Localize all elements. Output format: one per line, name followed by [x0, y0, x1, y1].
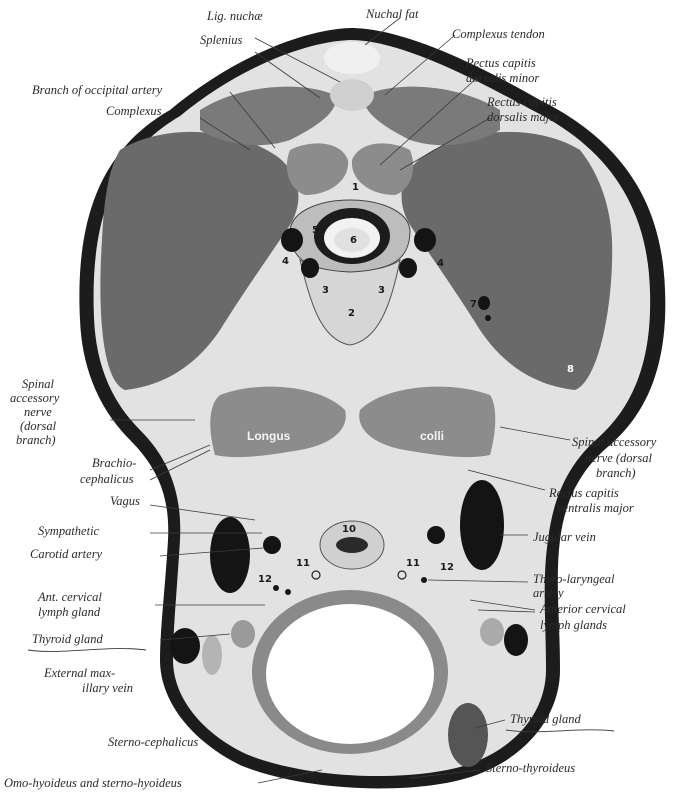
label-spinal-left-3: nerve: [24, 405, 52, 419]
label-ant-cervical-1: Ant. cervical: [37, 590, 102, 604]
num-6: 6: [350, 235, 357, 246]
vessel-7: [478, 296, 490, 310]
num-1: 1: [352, 182, 359, 193]
carotid-artery-right: [427, 526, 445, 544]
num-12b: 12: [440, 562, 454, 573]
vertebral-vessel-right-2: [399, 258, 417, 278]
label-sterno-cephalicus: Sterno-cephalicus: [108, 735, 198, 749]
num-3a: 3: [322, 285, 329, 296]
num-7: 7: [470, 299, 477, 310]
nuchal-fat: [324, 42, 380, 74]
vertebral-vessel-right-1: [414, 228, 436, 252]
vertebral-vessel-left-2: [301, 258, 319, 278]
vertebral-vessel-left-1: [281, 228, 303, 252]
label-sympathetic: Sympathetic: [38, 524, 100, 538]
ext-maxillary-vein-left: [170, 628, 200, 664]
num-12a: 12: [258, 574, 272, 585]
label-brachio-1: Brachio-: [92, 456, 136, 470]
label-nuchal-fat: Nuchal fat: [365, 7, 419, 21]
label-lig-nuchae: Lig. nuchæ: [206, 9, 263, 23]
label-ant-cervical-r1: Anterior cervical: [539, 602, 626, 616]
label-longus: Longus: [247, 429, 291, 443]
num-5: 5: [312, 225, 319, 236]
label-brachio-2: cephalicus: [80, 472, 134, 486]
label-rectus-major-2: dorsalis major: [487, 110, 560, 124]
label-sterno-thyroideus: Sterno-thyroideus: [486, 761, 575, 775]
label-thyro-lar-1: Thyro-laryngeal: [533, 572, 615, 586]
num-10: 10: [342, 524, 356, 535]
label-rectus-ventral-2: ventralis major: [557, 501, 634, 515]
label-omo-hyoideus: Omo-hyoideus and sterno-hyoideus: [4, 776, 182, 790]
thyroid-right: [448, 703, 488, 767]
label-colli: colli: [420, 429, 444, 443]
label-ant-cervical-r2: lymph glands: [540, 618, 607, 632]
ext-maxillary-vein-right: [504, 624, 528, 656]
label-thyroid-left: Thyroid gland: [32, 632, 103, 646]
lig-nuchae: [330, 79, 374, 111]
label-branch-occipital: Branch of occipital artery: [32, 83, 163, 97]
num-4b: 4: [437, 258, 444, 269]
label-vagus: Vagus: [110, 494, 140, 508]
label-spinal-right-3: branch): [596, 466, 636, 480]
label-ext-max-1: External max-: [43, 666, 115, 680]
jugular-vein-right: [460, 480, 504, 570]
sterno-cephalicus-left: [202, 635, 222, 675]
num-8: 8: [567, 364, 574, 375]
vessel-7b: [485, 315, 491, 321]
num-3b: 3: [378, 285, 385, 296]
thyroid-left: [231, 620, 255, 648]
vessel-12a: [273, 585, 279, 591]
label-spinal-left-2: accessory: [10, 391, 60, 405]
num-11b: 11: [406, 558, 420, 569]
carotid-artery-left: [263, 536, 281, 554]
label-spinal-left-5: branch): [16, 433, 56, 447]
label-spinal-right-1: Spinal accessory: [572, 435, 657, 449]
label-thyroid-right: Thyroid gland: [510, 712, 581, 726]
num-2: 2: [348, 308, 355, 319]
lymph-gland-right: [480, 618, 504, 646]
vessel-12b: [285, 589, 291, 595]
label-thyro-lar-2: artery: [533, 586, 564, 600]
esophagus: [336, 537, 368, 553]
thyro-laryngeal-artery-dot: [421, 577, 427, 583]
num-4a: 4: [282, 256, 289, 267]
label-ant-cervical-2: lymph gland: [38, 605, 101, 619]
jugular-vein-left: [210, 517, 250, 593]
label-rectus-major-1: Rectus capitis: [486, 95, 557, 109]
label-rectus-minor-1: Rectus capitis: [465, 56, 536, 70]
label-rectus-minor-2: dorsalis minor: [466, 71, 539, 85]
trachea-lumen: [266, 604, 434, 744]
label-spinal-left-1: Spinal: [22, 377, 54, 391]
label-jugular: Jugular vein: [533, 530, 596, 544]
label-spinal-right-2: nerve (dorsal: [585, 451, 653, 465]
label-complexus-tendon: Complexus tendon: [452, 27, 545, 41]
label-rectus-ventral-1: Rectus capitis: [548, 486, 619, 500]
label-carotid: Carotid artery: [30, 547, 103, 561]
label-splenius: Splenius: [200, 33, 242, 47]
num-11a: 11: [296, 558, 310, 569]
label-spinal-left-4: (dorsal: [20, 419, 57, 433]
label-complexus: Complexus: [106, 104, 162, 118]
label-ext-max-2: illary vein: [82, 681, 133, 695]
